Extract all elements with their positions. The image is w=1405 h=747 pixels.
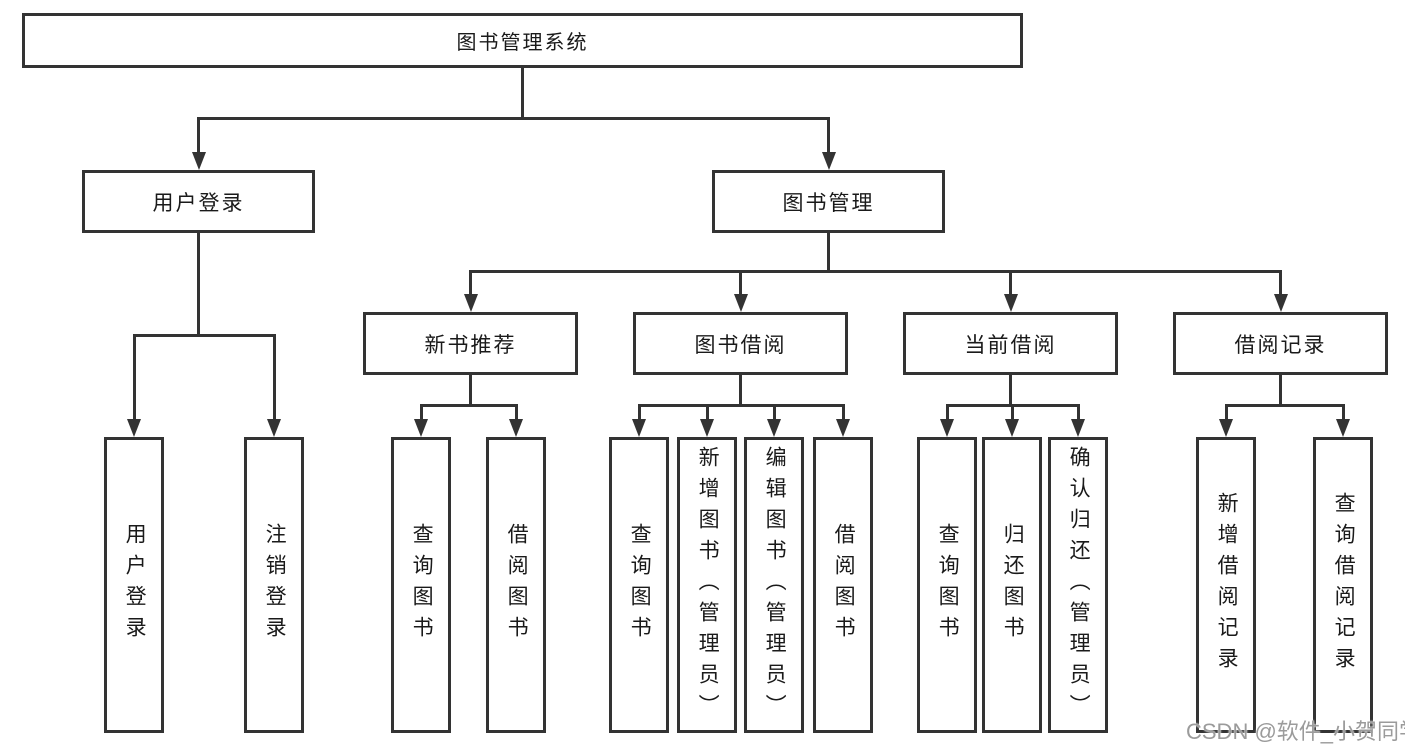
node-label: 归还图书 — [1001, 523, 1025, 647]
connector-line — [945, 405, 949, 423]
node-label: 用户登录 — [123, 523, 147, 647]
arrow-down-icon — [940, 419, 954, 437]
node-leaf-query-books-1: 查询图书 — [391, 437, 451, 733]
arrow-down-icon — [509, 419, 523, 437]
node-label: 图书借阅 — [694, 333, 787, 357]
node-user-login: 用户登录 — [82, 170, 315, 233]
node-leaf-return-books: 归还图书 — [982, 437, 1042, 733]
connector-line — [1279, 375, 1282, 407]
node-leaf-borrow-books-2: 借阅图书 — [813, 437, 873, 733]
arrow-down-icon — [463, 294, 478, 312]
node-leaf-edit-book-admin: 编辑图书（管理员） — [744, 437, 804, 733]
connector-line — [1010, 405, 1014, 423]
arrow-down-icon — [767, 419, 781, 437]
node-label: 新增借阅记录 — [1215, 492, 1239, 678]
connector-line — [514, 405, 518, 423]
node-label: 图书管理系统 — [456, 32, 589, 54]
connector-line — [1224, 403, 1345, 407]
arrow-down-icon — [1003, 294, 1018, 312]
connector-line — [637, 405, 641, 423]
watermark: CSDN @软件_小贺同学 — [1186, 719, 1405, 744]
connector-line — [419, 403, 518, 407]
node-label: 当前借阅 — [964, 333, 1057, 357]
node-label: 查询图书 — [936, 523, 960, 647]
node-leaf-query-books-2: 查询图书 — [609, 437, 669, 733]
arrow-down-icon — [733, 294, 748, 312]
node-leaf-add-book-admin: 新增图书（管理员） — [677, 437, 737, 733]
arrow-down-icon — [267, 419, 281, 437]
connector-line — [1341, 405, 1345, 423]
arrow-down-icon — [1273, 294, 1288, 312]
connector-line — [827, 118, 830, 156]
arrow-down-icon — [127, 419, 141, 437]
node-label: 用户登录 — [152, 191, 245, 215]
connector-line — [469, 269, 1282, 273]
node-borrowing-records: 借阅记录 — [1173, 312, 1388, 375]
connector-line — [772, 405, 776, 423]
arrow-down-icon — [1005, 419, 1019, 437]
arrow-down-icon — [700, 419, 714, 437]
node-leaf-logout: 注销登录 — [244, 437, 304, 733]
node-current-borrowing: 当前借阅 — [903, 312, 1118, 375]
node-label: 编辑图书（管理员） — [763, 445, 787, 725]
connector-line — [1009, 375, 1012, 407]
node-label: 新书推荐 — [424, 333, 517, 357]
node-label: 借阅记录 — [1234, 333, 1327, 357]
connector-line — [197, 118, 200, 156]
connector-line — [132, 335, 136, 423]
connector-line — [1224, 405, 1228, 423]
connector-line — [637, 403, 845, 407]
node-leaf-borrow-books-1: 借阅图书 — [486, 437, 546, 733]
node-new-book-recommend: 新书推荐 — [363, 312, 578, 375]
node-label: 查询图书 — [628, 523, 652, 647]
arrow-down-icon — [191, 152, 206, 170]
node-leaf-query-borrow-record: 查询借阅记录 — [1313, 437, 1373, 733]
connector-line — [827, 233, 830, 273]
connector-line — [841, 405, 845, 423]
arrow-down-icon — [632, 419, 646, 437]
node-label: 查询图书 — [410, 523, 434, 647]
node-leaf-query-books-3: 查询图书 — [917, 437, 977, 733]
connector-line — [1279, 271, 1282, 298]
arrow-down-icon — [1071, 419, 1085, 437]
node-root: 图书管理系统 — [22, 13, 1023, 68]
connector-line — [132, 333, 276, 337]
node-label: 借阅图书 — [832, 523, 856, 647]
connector-line — [1076, 405, 1080, 423]
arrow-down-icon — [836, 419, 850, 437]
connector-line — [521, 68, 524, 120]
node-label: 查询借阅记录 — [1332, 492, 1356, 678]
arrow-down-icon — [414, 419, 428, 437]
connector-line — [197, 116, 830, 120]
connector-line — [469, 375, 472, 407]
connector-line — [739, 271, 742, 298]
connector-line — [272, 335, 276, 423]
node-leaf-add-borrow-record: 新增借阅记录 — [1196, 437, 1256, 733]
node-label: 新增图书（管理员） — [696, 445, 720, 725]
connector-line — [1009, 271, 1012, 298]
node-label: 注销登录 — [263, 523, 287, 647]
connector-line — [469, 271, 472, 298]
connector-line — [739, 375, 742, 407]
connector-line — [705, 405, 709, 423]
arrow-down-icon — [1219, 419, 1233, 437]
node-leaf-confirm-return-admin: 确认归还（管理员） — [1048, 437, 1108, 733]
arrow-down-icon — [1336, 419, 1350, 437]
arrow-down-icon — [821, 152, 836, 170]
node-label: 确认归还（管理员） — [1067, 445, 1091, 725]
node-label: 图书管理 — [782, 191, 875, 215]
node-book-management: 图书管理 — [712, 170, 945, 233]
connector-line — [419, 405, 423, 423]
node-leaf-user-login: 用户登录 — [104, 437, 164, 733]
node-book-borrowing: 图书借阅 — [633, 312, 848, 375]
node-label: 借阅图书 — [505, 523, 529, 647]
connector-line — [197, 233, 200, 337]
